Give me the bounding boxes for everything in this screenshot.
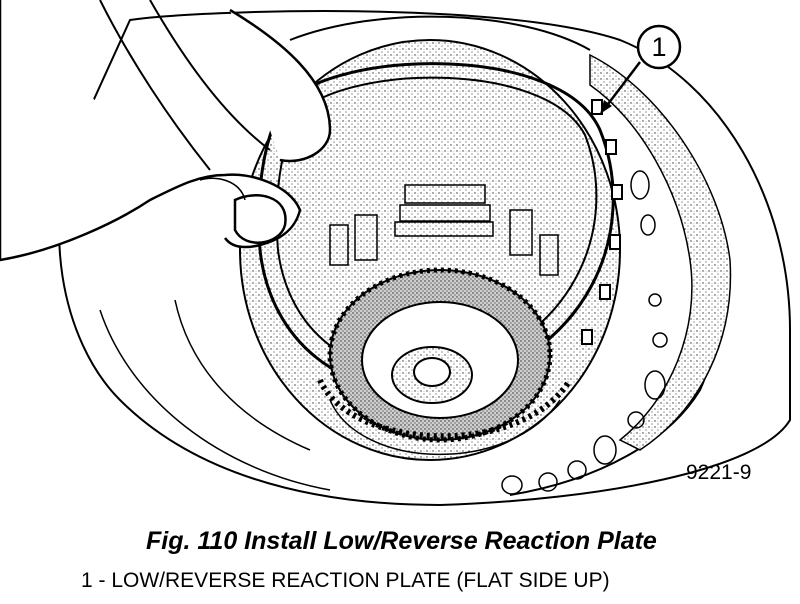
figure-caption: Fig. 110 Install Low/Reverse Reaction Pl…: [146, 527, 657, 555]
transmission-illustration: 1 9221-9: [0, 0, 791, 507]
callout-number-1: 1: [651, 31, 667, 62]
legend-item: 1 - LOW/REVERSE REACTION PLATE (FLAT SID…: [81, 569, 610, 592]
figure-id: 9221-9: [686, 461, 752, 484]
illustration-drawing: [0, 0, 791, 507]
